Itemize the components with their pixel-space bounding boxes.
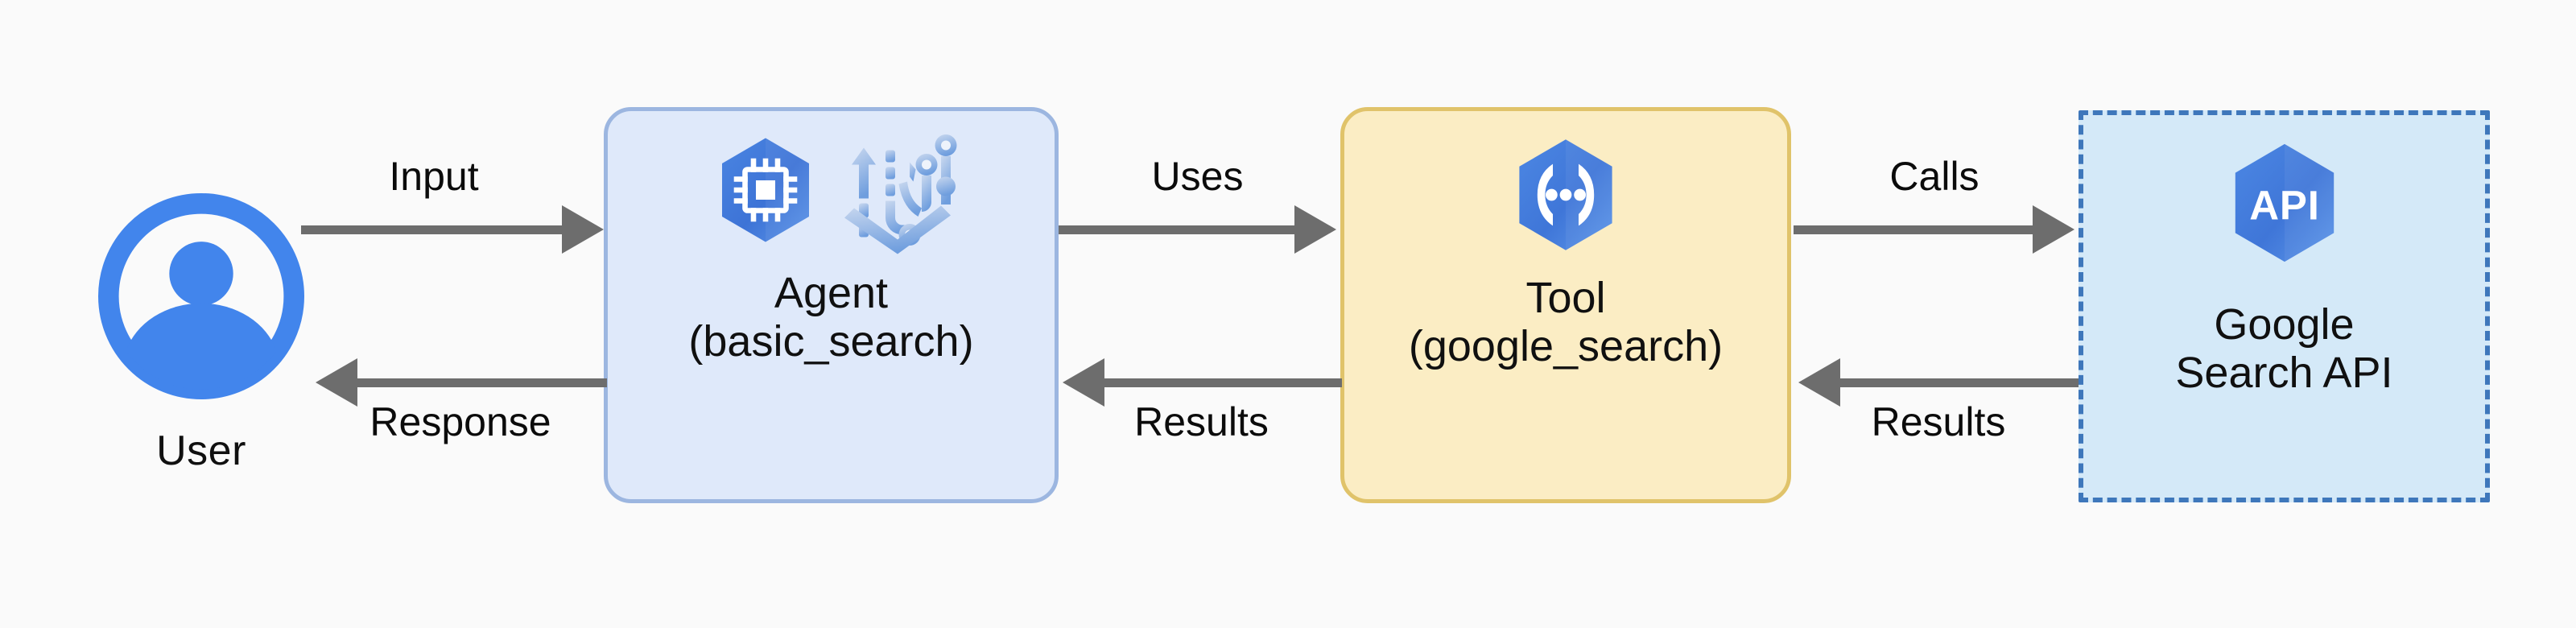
user-avatar-icon [98, 193, 304, 399]
svg-text:API: API [2249, 182, 2320, 228]
edge-line [1840, 378, 2079, 387]
tool-icon-group [1501, 132, 1630, 261]
edge-label-response: Response [369, 399, 551, 444]
arrowhead-right-icon [562, 205, 604, 254]
edge-line [301, 225, 567, 234]
node-tool[interactable]: Tool(google_search) [1340, 107, 1791, 503]
node-tool-title: Tool(google_search) [1408, 274, 1724, 371]
agent-icon-group [705, 127, 958, 256]
edge-label-input: Input [389, 154, 479, 199]
agent-workflow-icon [837, 122, 958, 262]
node-agent-title: Agent(basic_search) [688, 269, 974, 366]
edge-label-results-api: Results [1871, 399, 2006, 444]
edge-line [1104, 378, 1342, 387]
cpu-hexagon-icon [705, 130, 826, 254]
edge-label-results-tool: Results [1134, 399, 1269, 444]
edge-line [357, 378, 607, 387]
api-hexagon-icon: API [2216, 134, 2353, 275]
arrowhead-right-icon [2033, 205, 2074, 254]
edge-line [1059, 225, 1298, 234]
arrowhead-left-icon [1798, 358, 1840, 407]
node-user[interactable]: User [89, 193, 314, 515]
arrowhead-left-icon [316, 358, 357, 407]
api-icon-group: API [2216, 136, 2353, 273]
edge-label-calls: Calls [1889, 154, 1979, 199]
arrowhead-left-icon [1063, 358, 1104, 407]
node-user-label: User [156, 428, 246, 474]
node-agent[interactable]: Agent(basic_search) [604, 107, 1059, 503]
code-braces-hexagon-icon [1501, 130, 1630, 263]
edge-label-uses: Uses [1151, 154, 1244, 199]
arrowhead-right-icon [1294, 205, 1336, 254]
edge-line [1794, 225, 2035, 234]
